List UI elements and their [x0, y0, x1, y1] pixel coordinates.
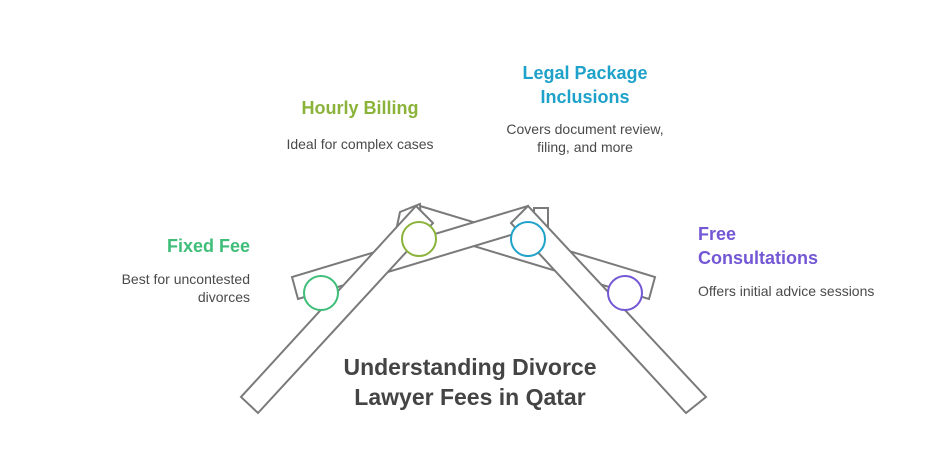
fixed-fee-description: Best for uncontested divorces	[121, 271, 250, 305]
legal-package-heading: Legal Package Inclusions	[522, 63, 648, 107]
node-free	[607, 275, 643, 311]
node-legal	[510, 221, 546, 257]
leg-left	[239, 204, 435, 415]
node-hourly	[401, 221, 437, 257]
hourly-billing-description: Ideal for complex cases	[286, 136, 434, 152]
legal-package-description: Covers document review, filing, and more	[506, 121, 664, 155]
hourly-billing-heading: Hourly Billing	[301, 98, 419, 118]
diagram-title: Understanding Divorce Lawyer Fees in Qat…	[343, 354, 597, 410]
free-consultations-heading: Free Consultations	[698, 224, 818, 268]
leg-right	[509, 204, 708, 415]
node-fixed	[303, 275, 339, 311]
free-consultations-description: Offers initial advice sessions	[698, 283, 875, 299]
fixed-fee-heading: Fixed Fee	[166, 236, 250, 256]
